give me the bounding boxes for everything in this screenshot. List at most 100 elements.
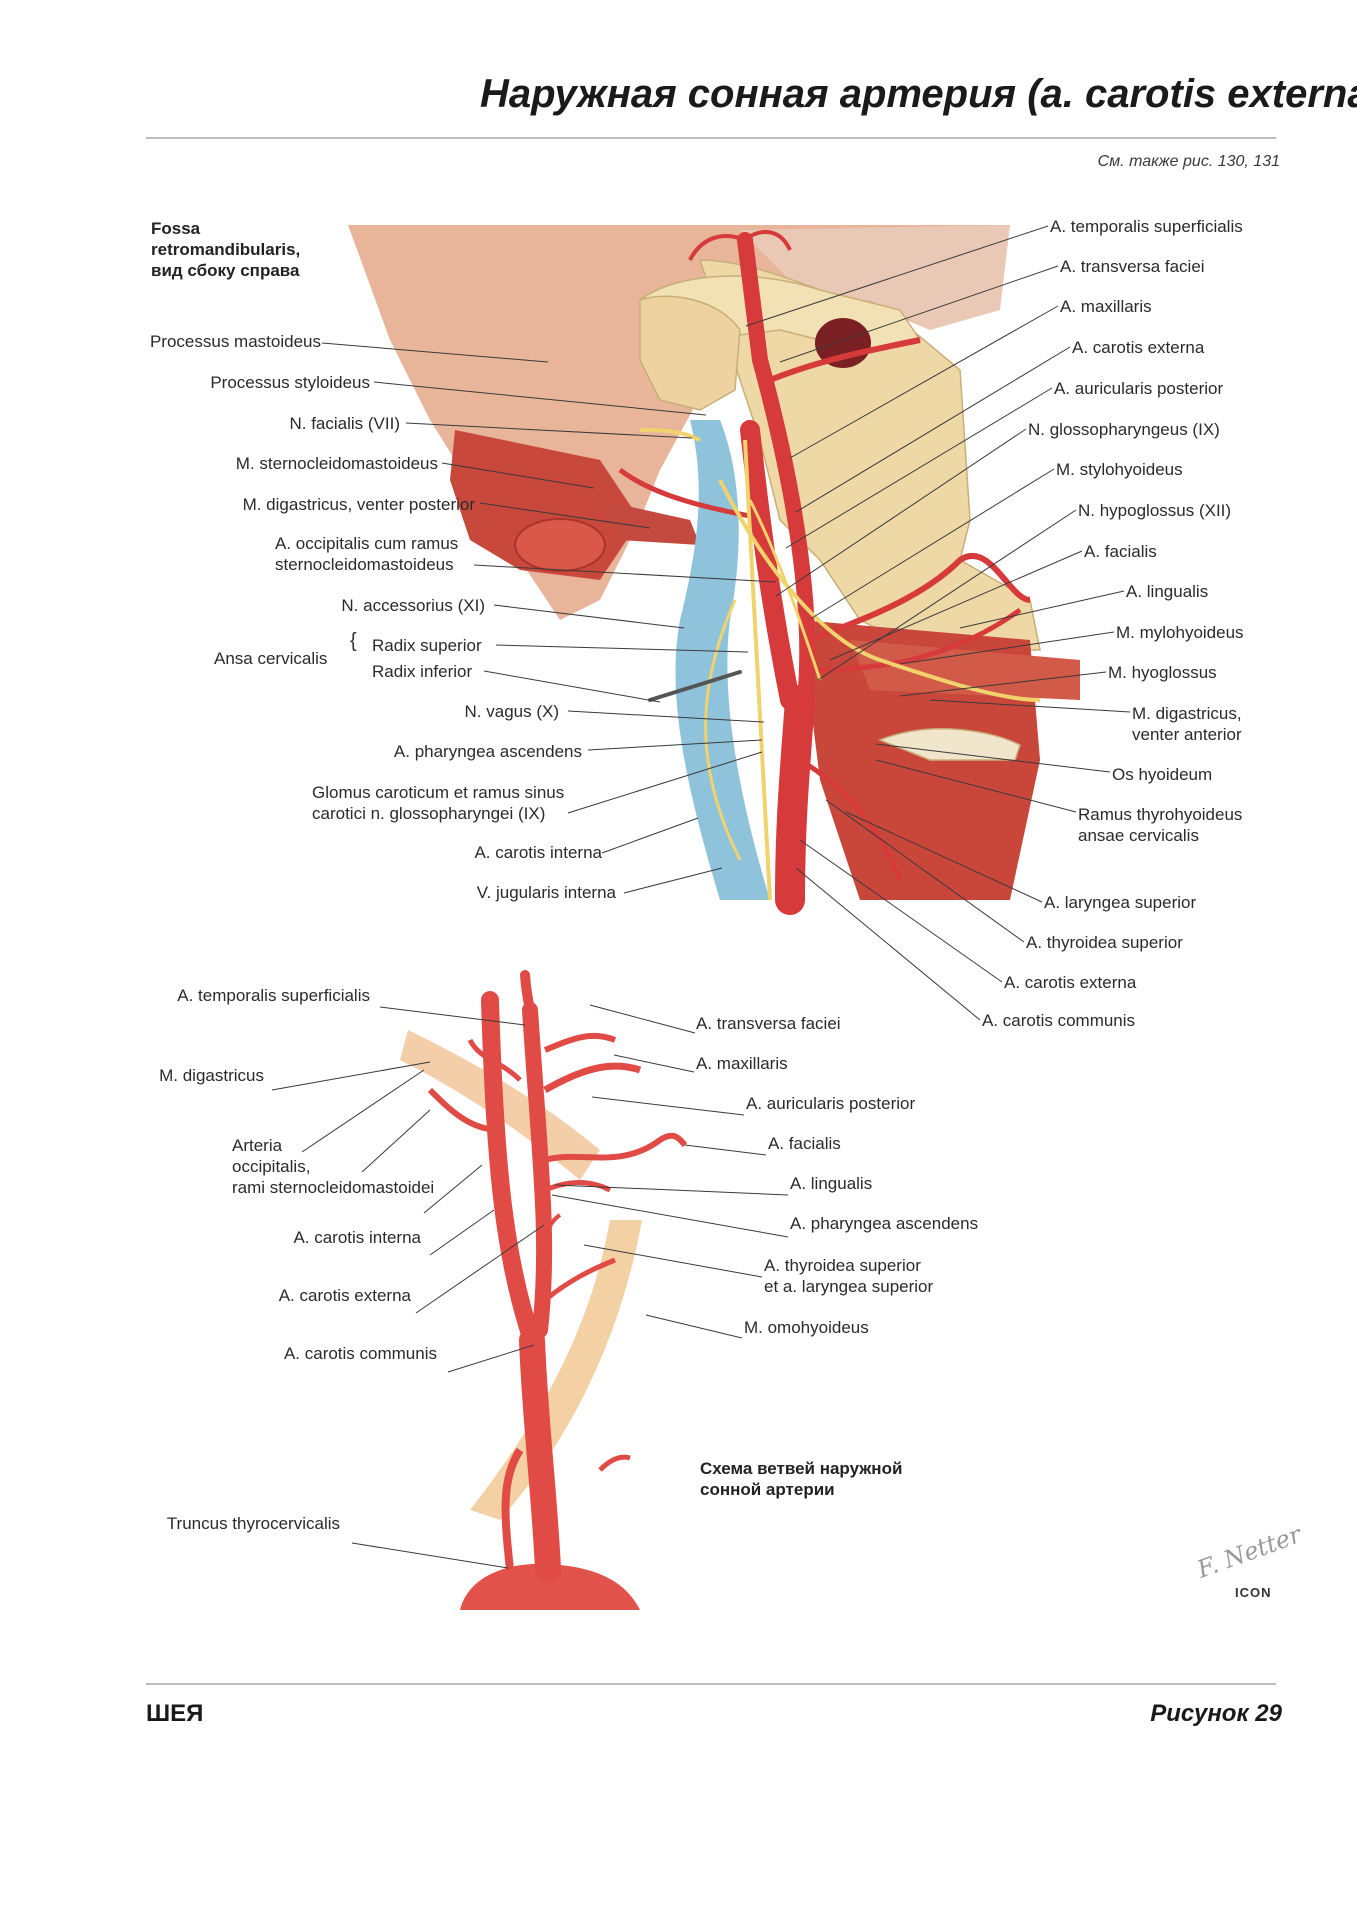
ansa-cervicalis-figure1 [704, 599, 742, 861]
label-processus-styloideus: Processus styloideus [210, 373, 370, 392]
digastric-posterior [600, 500, 700, 545]
label-m-digastricus-venter-anterior: M. digastricus, venter anterior [1132, 703, 1242, 745]
figure-number: Рисунок 29 [1150, 1700, 1282, 1727]
figure1-illustration [348, 225, 1080, 915]
hyoid-bone [877, 728, 1021, 761]
label-m-sternocleidomastoideus: M. sternocleidomastoideus [235, 454, 438, 473]
label-line: et a. laryngea superior [764, 1277, 934, 1296]
label-f2-a-maxillaris: A. maxillaris [696, 1054, 788, 1073]
label-f2-a-temporalis-superficialis: A. temporalis superficialis [177, 986, 370, 1005]
figure2-leader-lines [271, 1004, 789, 1569]
label-os-hyoideum: Os hyoideum [1112, 765, 1213, 784]
label-f2-a-auricularis-posterior: A. auricularis posterior [746, 1094, 916, 1113]
mastoid-bone [639, 295, 741, 411]
vagus-nerve-figure1 [743, 439, 772, 901]
posterior-auricular-branch-figure2 [467, 1038, 522, 1082]
glossopharyngeal-nerve-figure1 [748, 499, 822, 681]
superior-thyroid-artery-figure1 [798, 757, 903, 881]
label-f2-arteria-occipitalis: Arteria occipitalis, rami sternocleidoma… [232, 1135, 434, 1198]
label-f2-m-digastricus: M. digastricus [159, 1066, 264, 1085]
label-processus-mastoideus: Processus mastoideus [149, 332, 321, 351]
external-carotid-figure1 [737, 232, 816, 708]
omohyoid-band-figure2 [470, 1220, 642, 1520]
label-a-thyroidea-superior: A. thyroidea superior [1026, 933, 1183, 952]
common-carotid-figure1 [775, 685, 815, 915]
label-ansa-cervicalis: Ansa cervicalis [214, 649, 328, 668]
temporal-artery-figure2 [520, 970, 535, 1015]
label-n-hypoglossus: N. hypoglossus (XII) [1078, 501, 1232, 520]
label-f2-a-pharyngea-ascendens: A. pharyngea ascendens [790, 1214, 979, 1233]
label-line: A. thyroidea superior [764, 1256, 921, 1275]
hypoglossal-nerve-figure1 [718, 479, 1041, 702]
internal-jugular-vein [675, 420, 770, 900]
label-radix-inferior: Radix inferior [372, 662, 473, 681]
thyrocervical-trunk-figure2 [501, 1447, 524, 1571]
brace-symbol: { [350, 630, 357, 652]
figure2-illustration [400, 970, 688, 1610]
figure2-caption: Схема ветвей наружной сонной артерии [700, 1458, 902, 1500]
footer-rule [146, 1683, 1276, 1685]
label-m-digastricus-venter-posterior: M. digastricus, venter posterior [242, 495, 475, 514]
hyoglossus-muscle [850, 640, 1080, 700]
external-carotid-figure2 [522, 1002, 553, 1338]
label-line: rami sternocleidomastoidei [232, 1178, 435, 1197]
label-m-hyoglossus: M. hyoglossus [1108, 663, 1217, 682]
label-v-jugularis-interna: V. jugularis interna [476, 883, 616, 902]
label-m-stylohyoideus: M. stylohyoideus [1056, 460, 1183, 479]
ascending-pharyngeal-branch-figure2 [538, 1213, 562, 1261]
occipital-branch-figure2 [427, 1087, 501, 1133]
label-a-facialis: A. facialis [1084, 542, 1157, 561]
subclavian-branch-figure2 [598, 1454, 631, 1472]
label-line: sternocleidomastoideus [275, 555, 454, 574]
common-carotid-figure2 [519, 1327, 561, 1583]
header-rule [146, 137, 1276, 139]
temporal-artery-branches [688, 230, 792, 261]
label-a-carotis-communis: A. carotis communis [982, 1011, 1136, 1030]
label-f2-a-carotis-communis: A. carotis communis [283, 1344, 437, 1363]
section-name: ШЕЯ [146, 1700, 204, 1727]
figure1-title-line: retromandibularis, [151, 240, 301, 259]
label-line: Arteria [232, 1136, 283, 1155]
figure1-title-line: вид сбоку справа [151, 261, 300, 280]
label-n-facialis: N. facialis (VII) [289, 414, 400, 433]
label-line: occipitalis, [232, 1157, 311, 1176]
label-line: venter anterior [1132, 725, 1242, 744]
label-a-occipitalis: A. occipitalis cum ramus sternocleidomas… [275, 533, 458, 575]
facial-artery-figure1 [808, 553, 1031, 643]
label-f2-m-omohyoideus: M. omohyoideus [744, 1318, 869, 1337]
label-f2-a-carotis-interna: A. carotis interna [293, 1228, 421, 1247]
label-line: carotici n. glossopharyngei (IX) [312, 804, 546, 823]
lingual-artery-figure1 [809, 607, 1022, 673]
retractor-instrument [648, 670, 742, 702]
label-a-carotis-externa-lower: A. carotis externa [1004, 973, 1137, 992]
figure1-leader-lines [321, 225, 1131, 1021]
label-f2-a-facialis: A. facialis [768, 1134, 841, 1153]
label-f2-truncus-thyrocervicalis: Truncus thyrocervicalis [166, 1514, 340, 1533]
label-a-carotis-interna: A. carotis interna [474, 843, 602, 862]
transverse-facial-branch-figure2 [543, 1032, 617, 1053]
facial-nerve-figure1 [639, 428, 701, 442]
publisher-logo: ICON [1235, 1585, 1272, 1600]
label-a-lingualis: A. lingualis [1126, 582, 1209, 601]
see-also-reference: См. также рис. 130, 131 [1097, 153, 1280, 170]
label-radix-superior: Radix superior [372, 636, 482, 655]
label-line: M. digastricus, [1132, 704, 1242, 723]
figure1-title: Fossa retromandibularis, вид сбоку справ… [151, 218, 300, 281]
label-f2-a-carotis-externa: A. carotis externa [278, 1286, 411, 1305]
label-a-auricularis-posterior: A. auricularis posterior [1054, 379, 1224, 398]
aortic-arch-figure2 [460, 1563, 640, 1610]
label-a-carotis-externa: A. carotis externa [1072, 338, 1205, 357]
label-m-mylohyoideus: M. mylohyoideus [1116, 623, 1244, 642]
label-f2-a-transversa-faciei: A. transversa faciei [696, 1014, 841, 1033]
label-line: Ramus thyrohyoideus [1078, 805, 1243, 824]
label-ramus-thyrohyoideus: Ramus thyrohyoideus ansae cervicalis [1078, 804, 1242, 846]
label-n-glossopharyngeus: N. glossopharyngeus (IX) [1028, 420, 1220, 439]
label-a-laryngea-superior: A. laryngea superior [1044, 893, 1197, 912]
facial-muscle [740, 225, 1010, 330]
page-title: Наружная сонная артерия (a. carotis exte… [480, 72, 1357, 116]
label-a-maxillaris: A. maxillaris [1060, 297, 1152, 316]
scm-cut-surface [514, 518, 606, 572]
label-f2-a-lingualis: A. lingualis [790, 1174, 873, 1193]
label-n-accessorius: N. accessorius (XI) [341, 596, 485, 615]
